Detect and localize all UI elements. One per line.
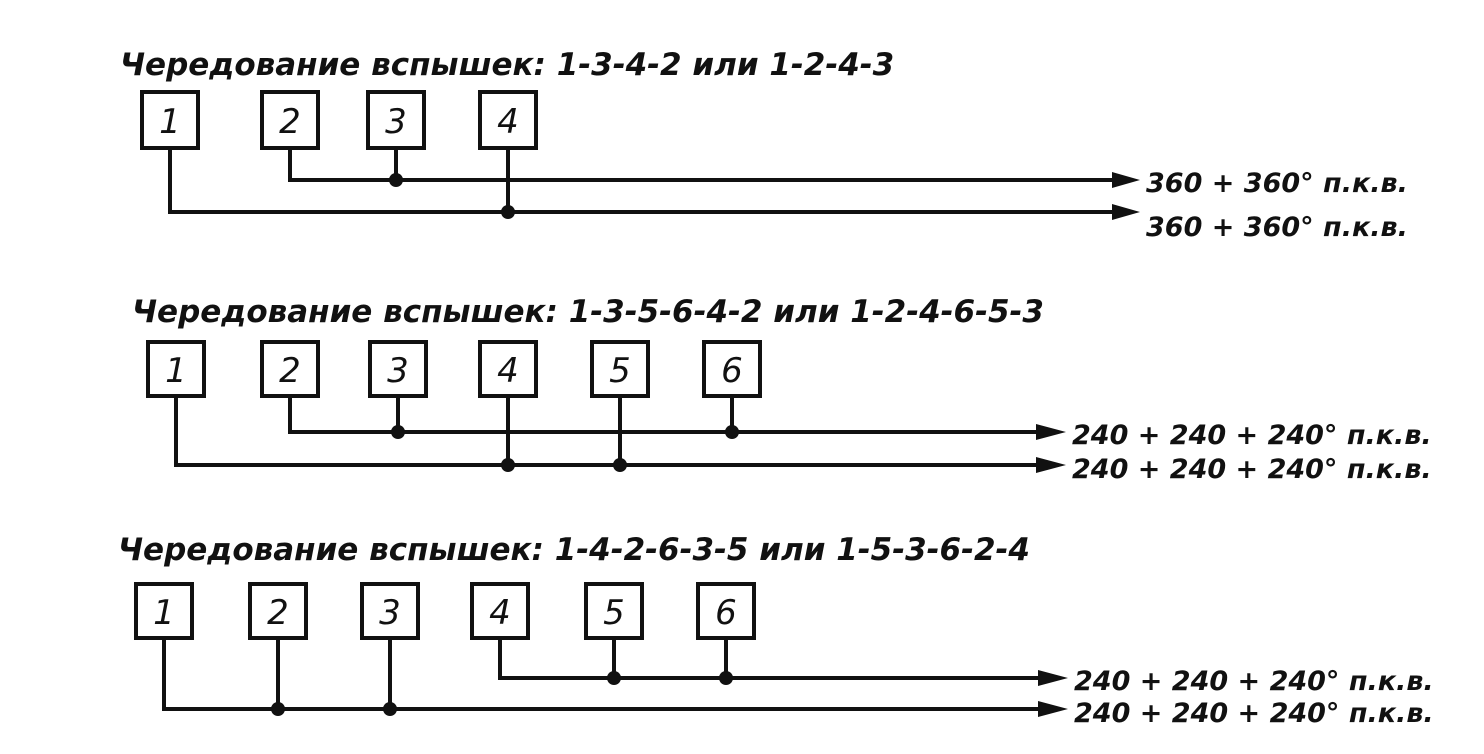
diagram-2-cylinder-label: 5 <box>609 351 631 391</box>
diagram-2-cylinder-box <box>702 340 762 398</box>
diagram-3-line-a <box>498 638 1042 680</box>
diagram-2-line-a <box>288 396 1040 434</box>
diagram-6-cyl-a: Чередование вспышек: 1-3-5-6-4-2 или 1-2… <box>132 294 1432 485</box>
diagram-2-cylinder-label: 1 <box>165 351 187 391</box>
diagram-1-cylinder-label: 2 <box>279 102 301 142</box>
diagram-2-cylinder-box <box>368 340 428 398</box>
diagram-1-cylinder-box <box>366 90 426 150</box>
diagram-1-line-a <box>288 148 1118 182</box>
diagram-3-junction-3 <box>383 702 397 716</box>
diagram-2-cylinder-box <box>260 340 320 398</box>
diagram-3-junction-2 <box>271 702 285 716</box>
diagram-2-arrow-b <box>1036 457 1066 473</box>
diagram-1-junction-4 <box>501 205 515 219</box>
diagram-2-line-b <box>174 396 1040 467</box>
diagram-2-title: Чередование вспышек: 1-3-5-6-4-2 или 1-2… <box>132 294 1044 330</box>
diagram-2-cylinder-label: 2 <box>279 351 301 391</box>
diagram-3-cylinder-label: 2 <box>267 593 289 633</box>
diagram-3-cylinder-box <box>470 582 530 640</box>
diagram-2-junction-4 <box>501 458 515 472</box>
diagram-2-junction-6 <box>725 425 739 439</box>
diagram-3-junction-6 <box>719 671 733 685</box>
diagram-3-cylinder-label: 6 <box>715 593 737 633</box>
diagram-1-angle-label-b: 360 + 360° п.к.в. <box>1146 212 1408 243</box>
diagram-3-cylinder-label: 4 <box>489 593 511 633</box>
diagram-2-cylinder-box <box>146 340 206 398</box>
diagram-3-cylinder-label: 5 <box>603 593 625 633</box>
diagram-3-arrow-b <box>1038 701 1068 717</box>
diagram-2-cylinder-label: 6 <box>721 351 743 391</box>
diagram-2-junction-3 <box>391 425 405 439</box>
diagram-3-angle-label-b: 240 + 240 + 240° п.к.в. <box>1074 698 1434 729</box>
diagram-3-cylinder-label: 1 <box>153 593 175 633</box>
diagram-2-angle-label-b: 240 + 240 + 240° п.к.в. <box>1072 454 1432 485</box>
diagram-4-cyl: Чередование вспышек: 1-3-4-2 или 1-2-4-3… <box>120 47 1408 243</box>
diagram-2-junction-5 <box>613 458 627 472</box>
diagram-3-title: Чередование вспышек: 1-4-2-6-3-5 или 1-5… <box>118 532 1030 568</box>
diagram-2-cylinder-box <box>590 340 650 398</box>
diagram-3-cylinder-box <box>248 582 308 640</box>
diagram-1-cylinder-label: 3 <box>385 102 407 142</box>
diagram-3-angle-label-a: 240 + 240 + 240° п.к.в. <box>1074 666 1434 697</box>
diagram-1-cylinder-label: 4 <box>497 102 519 142</box>
diagram-1-title: Чередование вспышек: 1-3-4-2 или 1-2-4-3 <box>120 47 894 83</box>
diagram-1-line-b <box>168 148 1118 214</box>
diagram-2-angle-label-a: 240 + 240 + 240° п.к.в. <box>1072 420 1432 451</box>
diagram-1-cylinder-box <box>140 90 200 150</box>
diagram-3-cylinder-label: 3 <box>379 593 401 633</box>
diagram-2-cylinder-label: 4 <box>497 351 519 391</box>
diagram-2-cylinder-label: 3 <box>387 351 409 391</box>
diagram-2-cylinder-box <box>478 340 538 398</box>
diagram-1-arrow-a <box>1112 172 1140 188</box>
diagram-3-junction-5 <box>607 671 621 685</box>
diagram-2-arrow-a <box>1036 424 1066 440</box>
diagram-1-arrow-b <box>1112 204 1140 220</box>
diagram-3-line-b <box>162 638 1042 711</box>
diagram-6-cyl-b: Чередование вспышек: 1-4-2-6-3-5 или 1-5… <box>118 532 1434 729</box>
diagram-3-cylinder-box <box>696 582 756 640</box>
diagram-3-cylinder-box <box>584 582 644 640</box>
diagram-3-arrow-a <box>1038 670 1068 686</box>
diagram-1-cylinder-label: 1 <box>159 102 181 142</box>
diagram-3-cylinder-box <box>134 582 194 640</box>
diagram-1-cylinder-box <box>478 90 538 150</box>
diagram-1-junction-3 <box>389 173 403 187</box>
diagram-3-cylinder-box <box>360 582 420 640</box>
diagram-1-angle-label-a: 360 + 360° п.к.в. <box>1146 168 1408 199</box>
diagram-1-cylinder-box <box>260 90 320 150</box>
